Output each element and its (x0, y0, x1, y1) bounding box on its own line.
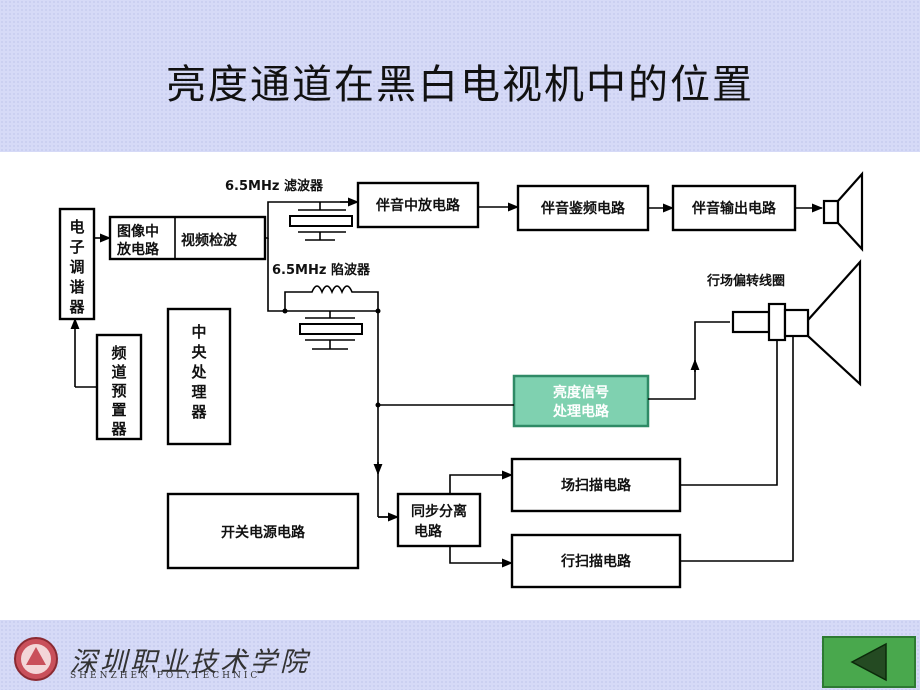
tuner-text-char: 器 (68, 298, 85, 316)
sound-if-label: 伴音中放电路 (375, 197, 461, 214)
trap-label: 6.5MHz 陷波器 (272, 262, 371, 278)
preset-text-char: 频 (111, 344, 126, 362)
sync-sep-label-2: 电路 (414, 523, 443, 540)
tuner-text-char: 调 (69, 258, 84, 276)
picture-tube-icon (731, 259, 862, 387)
line-scan-label: 行扫描电路 (560, 553, 632, 570)
slide-title: 亮度通道在黑白电视机中的位置 (166, 62, 754, 108)
school-logo-icon (12, 635, 60, 687)
preset-text-char: 置 (111, 401, 126, 419)
preset-text-char: 预 (111, 382, 126, 400)
if-amp-label-1: 图像中 (117, 223, 159, 240)
sound-disc-label: 伴音鉴频电路 (540, 200, 626, 217)
channel-preset-box (95, 333, 143, 441)
cpu-text-char: 央 (191, 343, 207, 361)
preset-text-char: 道 (111, 363, 126, 381)
cpu-text-char: 理 (191, 383, 206, 401)
tuner-text-char: 子 (69, 238, 84, 256)
school-name: 深圳职业技术学院 (70, 647, 310, 678)
cpu-text-char: 器 (190, 403, 207, 421)
school-name-en: SHENZHEN POLYTECHNIC (70, 671, 261, 681)
preset-text-char: 器 (110, 420, 127, 438)
sync-sep-label-1: 同步分离 (411, 503, 467, 520)
triangle-left-icon (850, 642, 887, 682)
speaker-icon (822, 171, 864, 252)
luma-processing-box (512, 374, 650, 428)
back-button[interactable] (822, 636, 916, 688)
filter-label: 6.5MHz 滤波器 (225, 178, 324, 194)
cpu-text-char: 中 (191, 323, 206, 341)
connection-lines (70, 197, 824, 568)
tuner-text-char: 谐 (69, 278, 84, 296)
deflection-coil-label: 行场偏转线圈 (706, 273, 785, 289)
tuner-text-char: 电 (69, 218, 84, 236)
cpu-text-char: 处 (190, 363, 207, 381)
field-scan-label: 场扫描电路 (561, 477, 632, 494)
line-scan-box (510, 533, 682, 589)
luma-label-2: 处理电路 (552, 403, 610, 420)
sound-if-box (356, 181, 480, 229)
sound-out-label: 伴音输出电路 (691, 200, 777, 217)
if-amp-label-2: 放电路 (116, 241, 160, 258)
luma-label-1: 亮度信号 (553, 384, 609, 401)
sound-disc-box (516, 184, 650, 232)
video-detect-label: 视频检波 (181, 232, 238, 249)
power-label: 开关电源电路 (221, 524, 306, 541)
power-supply-box (166, 492, 360, 570)
diagram-panel: 电子调谐器 图像中 放电路 视频检波 频道预置器 中央处理器 伴音中放电路 伴音… (0, 152, 920, 620)
cpu-box (166, 307, 232, 446)
